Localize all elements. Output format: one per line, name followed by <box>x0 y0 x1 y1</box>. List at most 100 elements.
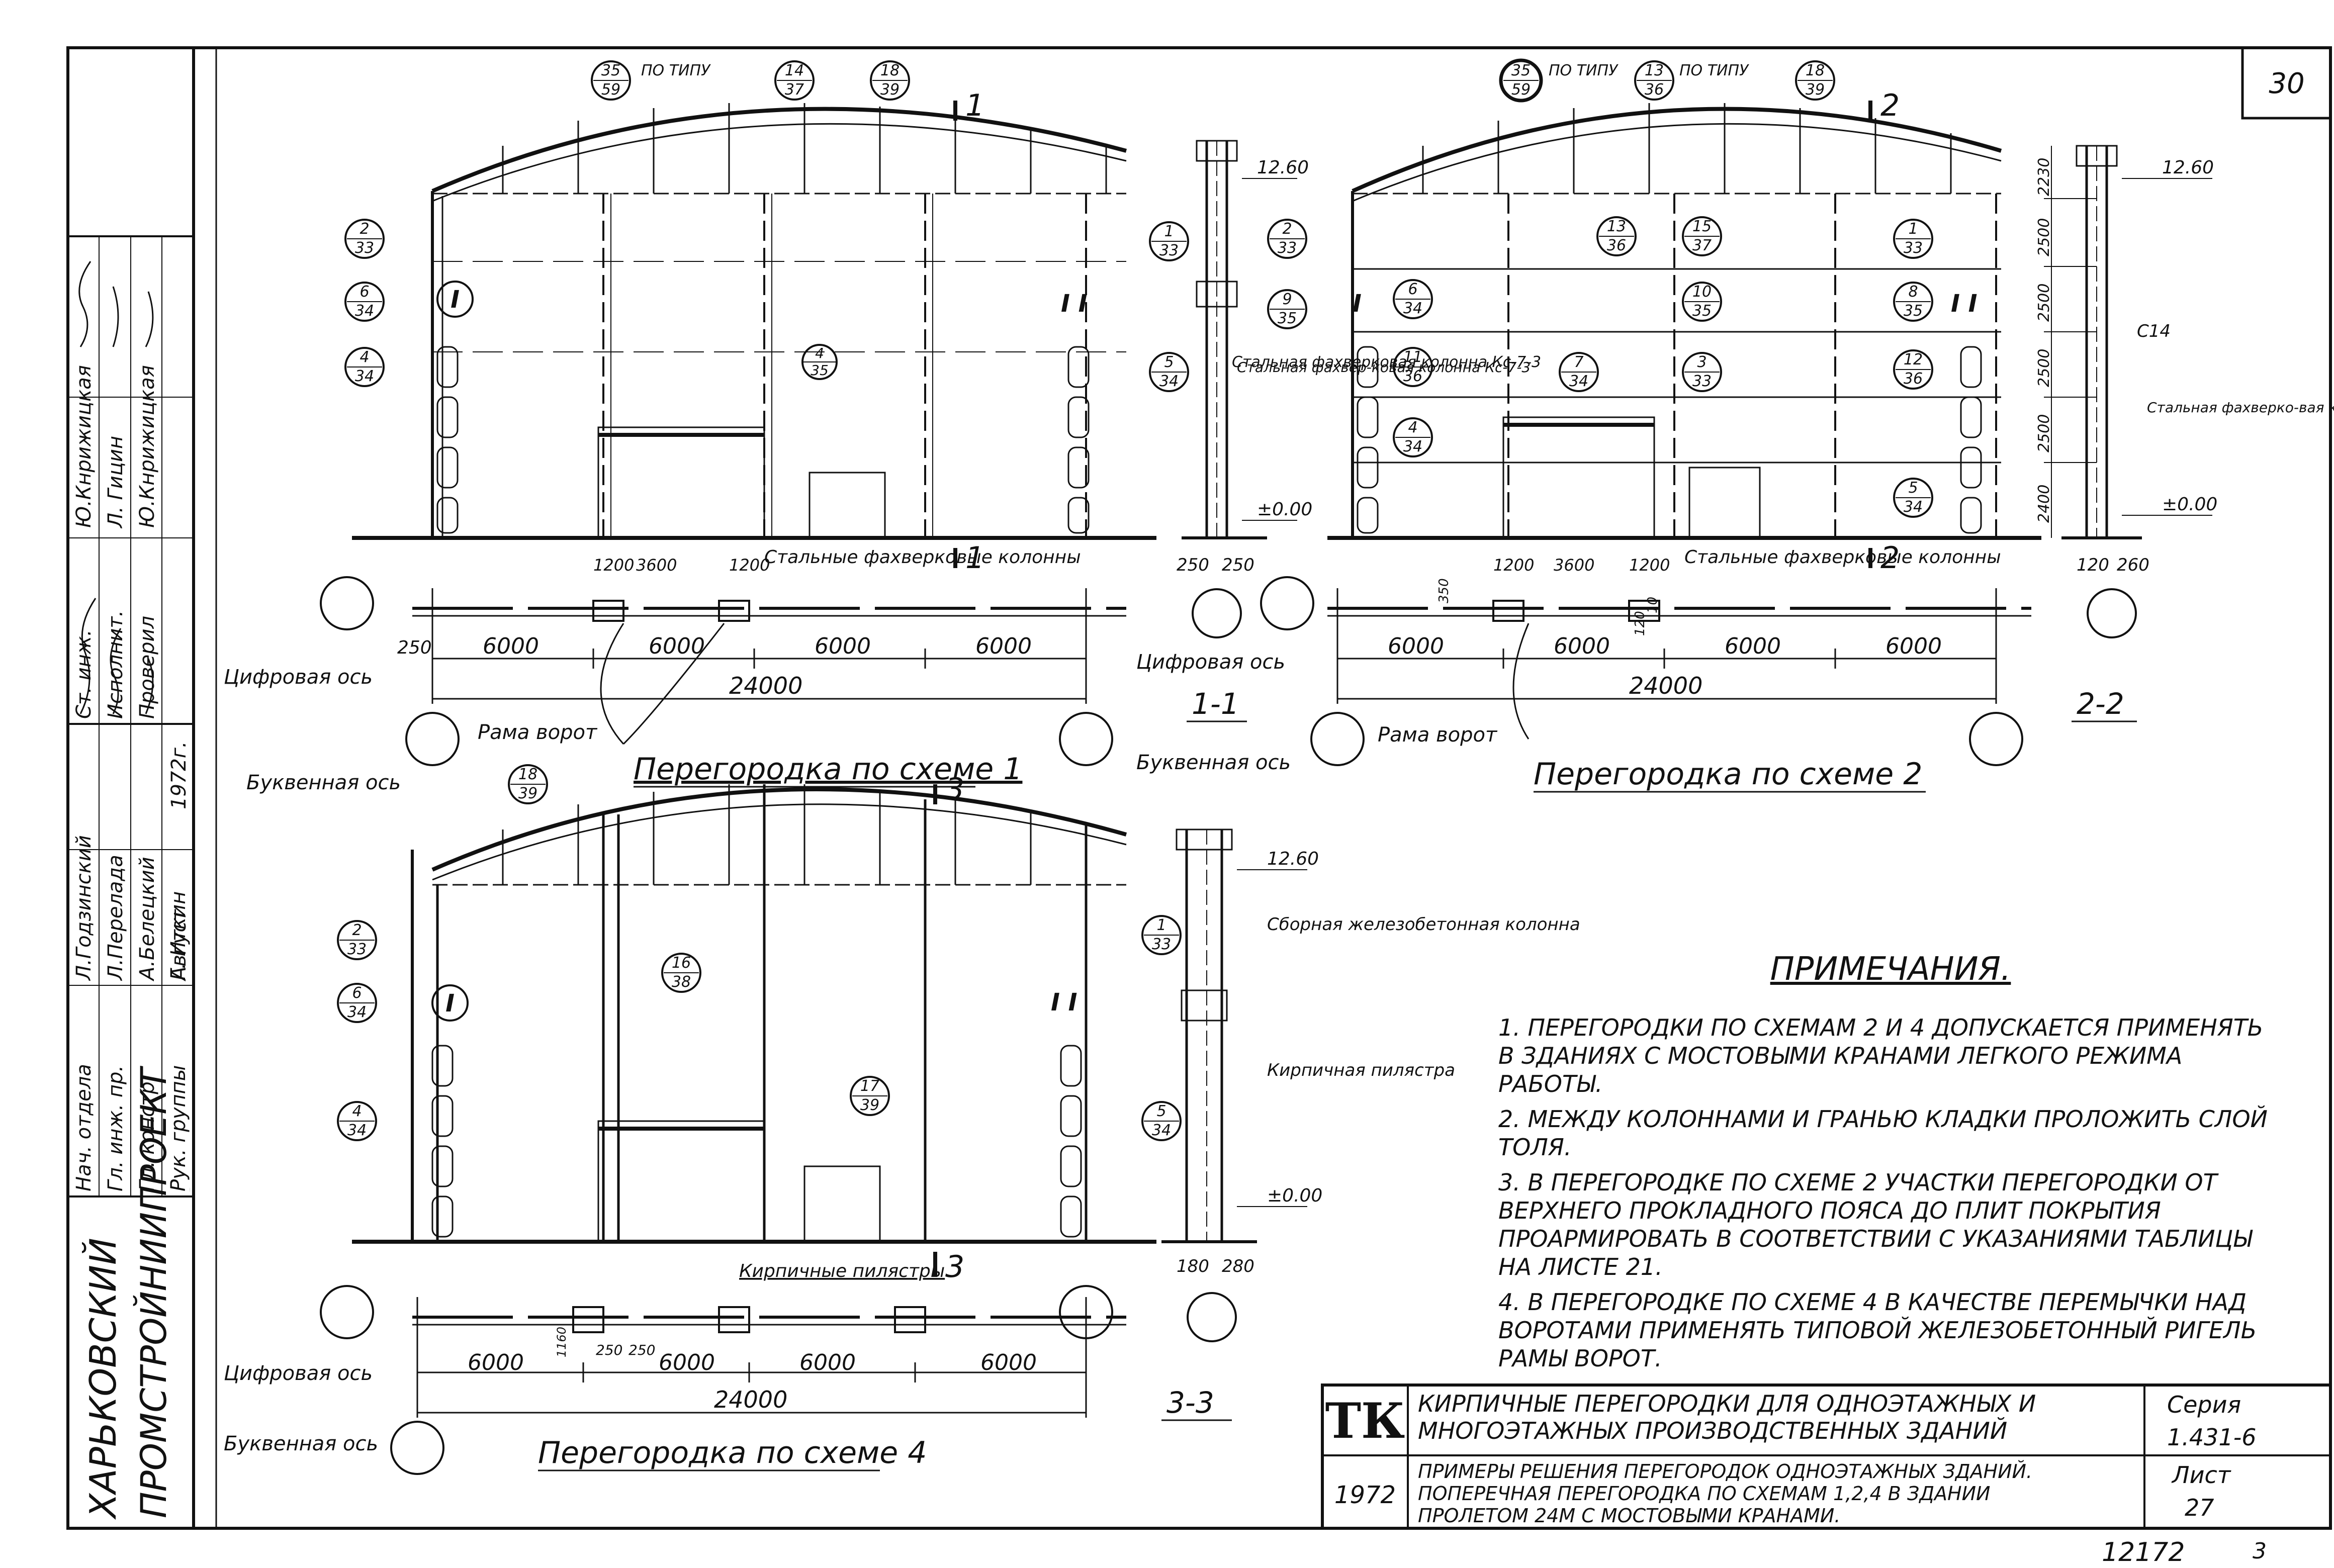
scheme2-letter-axis-label: Буквенная ось <box>1136 751 1291 774</box>
scheme2-dim: 1200 <box>1493 556 1534 575</box>
title-block: ТК 1972 Серия 1.431-6 Лист 27 <box>1321 1383 2332 1530</box>
stamp-role: Исполнит. <box>104 610 127 719</box>
section22-dim: 2400 <box>2035 485 2053 523</box>
stamp-role: Гл. инж. пр. <box>104 1065 127 1191</box>
callout: 5 34 <box>1149 352 1189 392</box>
title-block-series-label: Серия <box>2167 1391 2241 1418</box>
scheme1-letter-axis-label: Буквенная ось <box>246 771 401 794</box>
svg-text:18: 18 <box>880 62 900 79</box>
scheme2-dim-small: 350 <box>1437 578 1452 603</box>
scheme2-plan: 6000 6000 6000 6000 24000 1200 3600 1200… <box>1136 547 2031 793</box>
svg-text:6: 6 <box>360 283 369 301</box>
title-block-sheet-value: 27 <box>2185 1494 2214 1521</box>
svg-text:33: 33 <box>347 941 367 958</box>
svg-text:39: 39 <box>518 785 537 802</box>
svg-text:4: 4 <box>352 1102 362 1120</box>
callout: 434 <box>1393 417 1433 457</box>
callout: 734 <box>1559 352 1599 392</box>
svg-text:4: 4 <box>360 348 369 366</box>
svg-text:34: 34 <box>1403 300 1422 317</box>
section33-elev-top: 12.60 <box>1267 849 1319 869</box>
svg-text:59: 59 <box>1511 81 1531 99</box>
scheme4-digital-axis-label: Цифровая ось <box>224 1362 373 1385</box>
scheme2-span: 6000 <box>1886 633 1942 659</box>
scheme1-title: Перегородка по схеме 1 <box>634 752 1022 787</box>
section-3-3: 12.60 Сборная железобетонная колонна Кир… <box>1161 828 1580 1421</box>
svg-text:3: 3 <box>1697 353 1707 371</box>
svg-text:16: 16 <box>672 954 691 972</box>
callout: 534 <box>1141 1101 1182 1141</box>
svg-text:35: 35 <box>1511 62 1531 79</box>
svg-text:34: 34 <box>1152 1122 1171 1139</box>
svg-text:37: 37 <box>1692 237 1712 254</box>
section11-dim: 250 <box>1177 555 1209 575</box>
outer-frame <box>66 46 2332 1530</box>
scheme1-elevation: I I I 1 1 <box>352 88 1156 576</box>
callout: 1 33 <box>1149 221 1189 261</box>
scheme2-columns-label: Стальные фахверковые колонны <box>1684 547 2001 568</box>
section22-column-label: Стальная фахверко-вая колон-на Кс-7-3 <box>2147 399 2334 416</box>
scheme2-dim-small: 120 <box>1633 611 1648 636</box>
svg-text:1: 1 <box>1164 223 1174 240</box>
section33-dim: 180 <box>1177 1256 1209 1276</box>
section11-elev-top: 12.60 <box>1257 157 1309 178</box>
callout: 835 <box>1893 282 1933 322</box>
svg-text:37: 37 <box>785 81 804 99</box>
callout: 35 59 ПО ТИПУ <box>591 60 711 101</box>
svg-text:33: 33 <box>1904 239 1923 257</box>
svg-text:12: 12 <box>1904 351 1923 368</box>
scheme1-dim: 1200 <box>593 556 634 575</box>
svg-text:5: 5 <box>1156 1102 1166 1120</box>
scheme4-span: 6000 <box>659 1350 715 1375</box>
note-item: 4. В перегородке по схеме 4 в качестве п… <box>1498 1288 2257 1372</box>
svg-text:1: 1 <box>1908 220 1918 238</box>
svg-text:34: 34 <box>1569 373 1588 390</box>
svg-text:59: 59 <box>601 81 620 99</box>
section33-title: 3-3 <box>1166 1386 1214 1420</box>
title-block-title: Кирпичные перегородки для одноэтажных и … <box>1418 1390 2036 1444</box>
svg-text:35: 35 <box>1904 302 1923 320</box>
scheme4-elevation: I I I 3 3 <box>352 772 1156 1284</box>
signature-stamp: ХАРЬКОВСКИЙ ПРОМСТРОЙНИИПРОЕКТ Нач. отде… <box>68 235 194 1520</box>
notes-title: Примечания. <box>1770 951 2011 988</box>
scheme1-span: 6000 <box>649 633 705 659</box>
stamp-role: Проверил <box>136 616 159 719</box>
scheme4-dim-small: 1160 <box>555 1327 569 1357</box>
scheme4-dim-small: 250 <box>629 1342 655 1358</box>
stamp-date-year: 1972г. <box>167 741 191 809</box>
note-item: 1. Перегородки по схемам 2 и 4 допускает… <box>1498 1014 2264 1097</box>
svg-text:8: 8 <box>1908 283 1918 301</box>
svg-text:36: 36 <box>1403 367 1422 385</box>
corner-mark: 3 <box>2253 1538 2267 1564</box>
notes-block: Примечания. 1. Перегородки по схемам 2 и… <box>1498 951 2283 1379</box>
svg-text:6: 6 <box>1408 281 1417 298</box>
scheme4-span: 6000 <box>468 1350 524 1375</box>
archive-number: 12172 <box>2102 1537 2185 1567</box>
svg-text:34: 34 <box>355 367 374 385</box>
svg-text:17: 17 <box>860 1077 879 1095</box>
svg-text:2: 2 <box>1282 220 1292 238</box>
scheme4-span: 6000 <box>980 1350 1037 1375</box>
svg-text:14: 14 <box>785 62 804 79</box>
svg-text:ПО ТИПУ: ПО ТИПУ <box>1679 62 1749 79</box>
section22-dim: 2500 <box>2035 414 2053 452</box>
scheme1-digital-axis-label: Цифровая ось <box>224 666 373 689</box>
section22-dim: 2230 <box>2035 158 2053 196</box>
scheme1-section-mark-bottom: 1 <box>965 540 984 576</box>
scheme1-dim: 3600 <box>636 556 677 575</box>
svg-text:35: 35 <box>811 362 829 379</box>
scheme4-section-mark-top: 3 <box>945 772 964 807</box>
organization-line2: ПРОМСТРОЙНИИПРОЕКТ <box>133 1065 174 1518</box>
svg-text:38: 38 <box>672 973 691 991</box>
scheme2-gate-frame-label: Рама ворот <box>1378 723 1498 747</box>
svg-text:34: 34 <box>347 1003 367 1021</box>
section33-elev-zero: ±0.00 <box>1267 1185 1322 1206</box>
stamp-name: Л.Годзинский <box>72 835 96 981</box>
